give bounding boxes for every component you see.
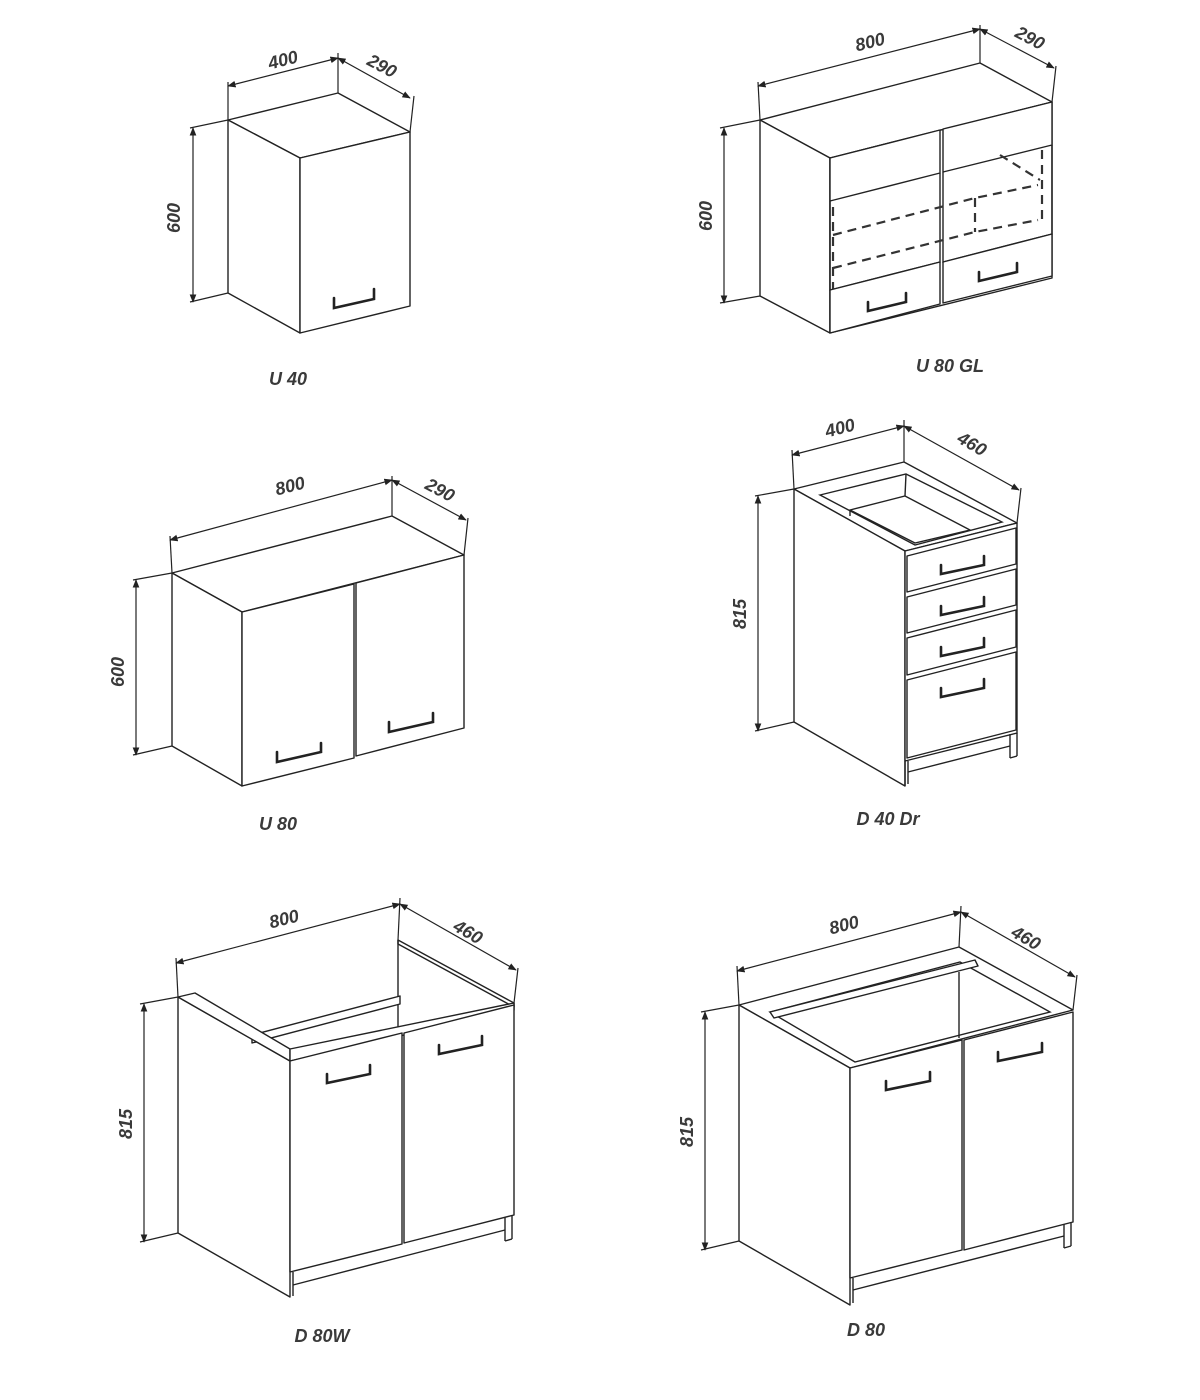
u80-handle-left bbox=[275, 741, 323, 764]
u40-height-label: 600 bbox=[164, 203, 184, 233]
d40dr-depth-line bbox=[903, 425, 1020, 491]
u80gl-depth-label: 290 bbox=[1011, 22, 1048, 54]
d80-width-label: 800 bbox=[827, 912, 861, 939]
d40dr-height-label: 815 bbox=[730, 598, 750, 629]
d40dr-handle-1 bbox=[939, 554, 986, 576]
d40dr-name: D 40 Dr bbox=[856, 809, 920, 829]
u80-door-left bbox=[241, 583, 355, 787]
u40-name: U 40 bbox=[269, 369, 307, 389]
d80w-door-left bbox=[289, 1032, 403, 1273]
d80w-depth-line bbox=[399, 903, 517, 971]
u80gl-handle-right bbox=[977, 261, 1019, 283]
u80gl-drawer-right bbox=[942, 233, 1053, 304]
d80-width-line bbox=[736, 910, 962, 973]
cabinet-u40: 400 290 600 U 40 bbox=[164, 47, 415, 389]
d80-handle-left bbox=[884, 1070, 932, 1092]
u80-depth-line bbox=[391, 479, 467, 521]
cabinet-d80: 800 460 815 D 80 bbox=[677, 905, 1078, 1340]
u80gl-depth-line bbox=[979, 28, 1055, 69]
d80-name: D 80 bbox=[847, 1320, 885, 1340]
u80-handle-right bbox=[387, 711, 435, 734]
u80-width-label: 800 bbox=[273, 473, 307, 500]
d40dr-handle-4 bbox=[939, 677, 986, 699]
d80w-handle-left bbox=[325, 1063, 372, 1085]
d40dr-drawer-3 bbox=[906, 609, 1017, 676]
d80w-depth-label: 460 bbox=[449, 915, 486, 948]
u40-side bbox=[227, 119, 301, 334]
cabinet-u80: 800 290 600 U 80 bbox=[108, 473, 469, 834]
d40dr-drawer-4 bbox=[906, 651, 1017, 759]
u80gl-drawer-left bbox=[829, 261, 941, 334]
u40-depth-line bbox=[337, 57, 411, 99]
d80w-door-right bbox=[403, 1004, 515, 1244]
u80gl-width-line bbox=[757, 27, 981, 88]
cabinet-d80w: 800 460 815 D 80W bbox=[116, 897, 519, 1346]
cabinet-d40dr: 400 460 815 D 40 Dr bbox=[730, 415, 1022, 829]
u80-name: U 80 bbox=[259, 814, 297, 834]
d80-depth-line bbox=[960, 911, 1076, 978]
d80w-handle-right bbox=[437, 1034, 484, 1056]
u40-door bbox=[299, 131, 411, 334]
d80-door-left bbox=[849, 1039, 963, 1279]
d40dr-depth-label: 460 bbox=[953, 427, 990, 460]
u80gl-handle-left bbox=[866, 291, 908, 313]
d40dr-width-label: 400 bbox=[822, 415, 857, 442]
d40dr-width-line bbox=[791, 424, 905, 457]
u80gl-name: U 80 GL bbox=[916, 356, 984, 376]
d80w-width-line bbox=[175, 902, 401, 965]
d80-door-right bbox=[963, 1011, 1074, 1251]
u40-width-line bbox=[227, 56, 339, 88]
d80-height-label: 815 bbox=[677, 1116, 697, 1147]
d40dr-handle-2 bbox=[939, 595, 986, 617]
u80gl-side bbox=[759, 119, 831, 334]
d80w-name: D 80W bbox=[294, 1326, 351, 1346]
d80w-width-label: 800 bbox=[267, 906, 301, 933]
d40dr-drawer-2 bbox=[906, 568, 1017, 634]
u80gl-width-label: 800 bbox=[853, 29, 887, 56]
u80-width-line bbox=[169, 478, 393, 542]
u80-depth-label: 290 bbox=[421, 474, 458, 506]
u80-height-label: 600 bbox=[108, 657, 128, 687]
d40dr-drawer-1 bbox=[906, 527, 1017, 593]
u40-depth-label: 290 bbox=[363, 50, 400, 82]
u40-handle bbox=[332, 287, 376, 310]
d80-side bbox=[738, 1004, 851, 1306]
cabinet-u80gl: 800 290 600 U 80 GL bbox=[696, 22, 1057, 376]
u80-door-right bbox=[355, 554, 465, 757]
d80-depth-label: 460 bbox=[1007, 921, 1044, 954]
u80gl-height-label: 600 bbox=[696, 201, 716, 231]
d80-handle-right bbox=[996, 1041, 1044, 1063]
d40dr-handle-3 bbox=[939, 636, 986, 658]
d80w-height-label: 815 bbox=[116, 1108, 136, 1139]
